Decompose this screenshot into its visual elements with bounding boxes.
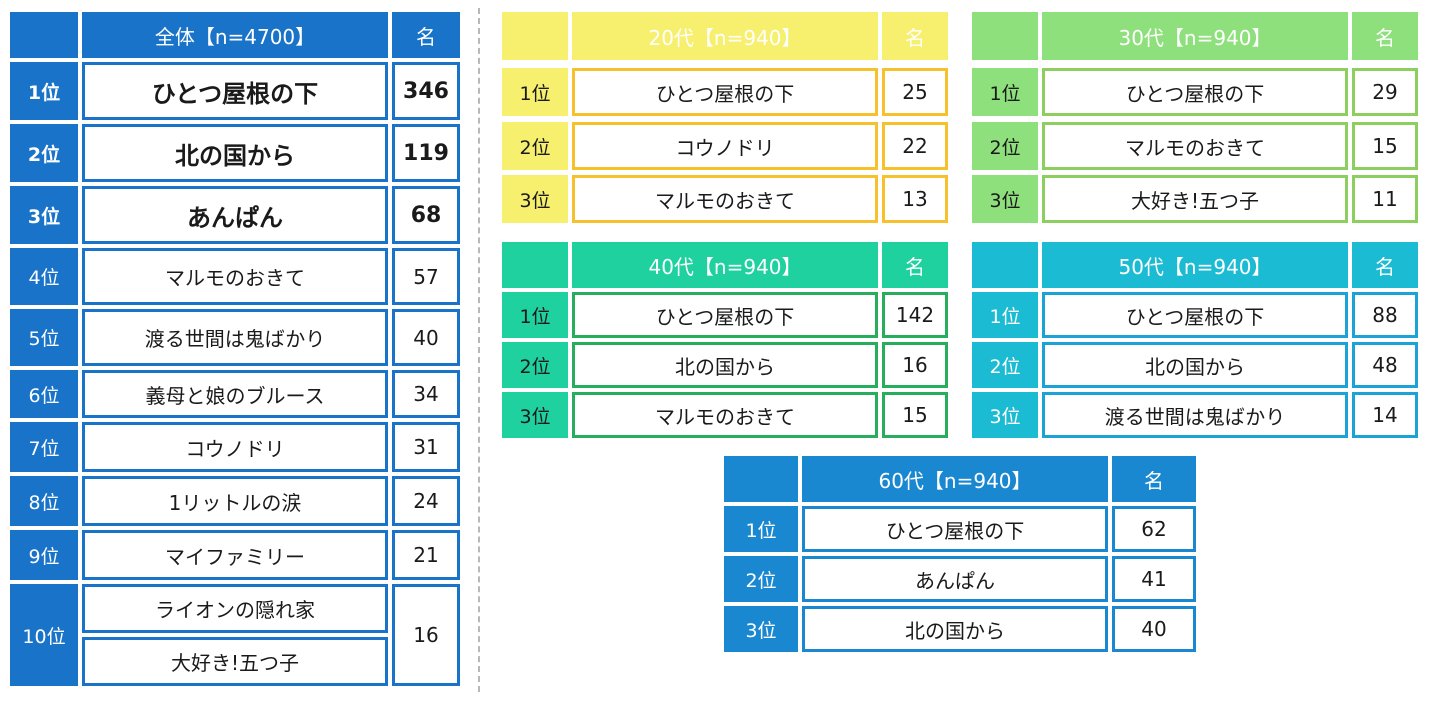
rank-label: 2位 [972,342,1038,388]
rank-label: 10位 [10,584,78,686]
rank-label: 1位 [502,68,568,116]
drama-title: マルモのおきて [572,392,878,438]
rank-label: 1位 [972,68,1038,116]
drama-title: ひとつ屋根の下 [82,62,388,120]
drama-title: マルモのおきて [82,248,388,305]
rank-label: 2位 [502,122,568,170]
drama-title: ライオンの隠れ家 [82,584,388,633]
table-40s-header-unit: 名 [882,242,948,288]
vote-count: 22 [882,122,948,170]
vote-count: 21 [392,530,460,580]
drama-title: 渡る世間は鬼ばかり [82,309,388,366]
rank-label: 2位 [972,122,1038,170]
table-40s-header-title: 40代【n=940】 [572,242,878,288]
rank-label: 3位 [972,392,1038,438]
table-60s-header-unit: 名 [1112,456,1196,502]
vote-count: 119 [392,124,460,182]
rank-label: 6位 [10,370,78,418]
drama-title: ひとつ屋根の下 [572,292,878,338]
table-overall-header-corner [10,12,78,58]
table-50s-header-unit: 名 [1352,242,1418,288]
drama-title: 大好き!五つ子 [1042,175,1348,223]
rank-label: 5位 [10,309,78,366]
table-30s-header-unit: 名 [1352,12,1418,60]
rank-label: 2位 [10,124,78,182]
table-overall-header-unit: 名 [392,12,460,58]
vote-count: 15 [1352,122,1418,170]
drama-title: ひとつ屋根の下 [572,68,878,116]
vote-count: 346 [392,62,460,120]
vote-count: 68 [392,186,460,244]
drama-title: コウノドリ [82,422,388,472]
drama-title: 北の国から [1042,342,1348,388]
table-20s-header-unit: 名 [882,12,948,60]
drama-title: 義母と娘のブルース [82,370,388,418]
vote-count: 16 [882,342,948,388]
vote-count: 25 [882,68,948,116]
table-40s-header-corner [502,242,568,288]
drama-title: あんぱん [82,186,388,244]
table-60s-header-corner [724,456,798,502]
rank-label: 8位 [10,476,78,526]
rank-label: 2位 [502,342,568,388]
drama-title: マルモのおきて [572,175,878,223]
drama-title: 渡る世間は鬼ばかり [1042,392,1348,438]
vote-count: 40 [1112,606,1196,652]
drama-title: ひとつ屋根の下 [1042,68,1348,116]
drama-title: マルモのおきて [1042,122,1348,170]
drama-title: 北の国から [572,342,878,388]
vote-count: 24 [392,476,460,526]
vote-count: 88 [1352,292,1418,338]
section-divider [478,8,480,692]
drama-title: ひとつ屋根の下 [802,506,1108,552]
vote-count: 41 [1112,556,1196,602]
vote-count: 11 [1352,175,1418,223]
rank-label: 3位 [10,186,78,244]
table-30s-header-corner [972,12,1038,60]
vote-count: 57 [392,248,460,305]
table-30s-header-title: 30代【n=940】 [1042,12,1348,60]
table-overall-header-title: 全体【n=4700】 [82,12,388,58]
drama-title: 北の国から [802,606,1108,652]
rank-label: 7位 [10,422,78,472]
drama-title: 1リットルの涙 [82,476,388,526]
drama-title: コウノドリ [572,122,878,170]
table-50s-header-title: 50代【n=940】 [1042,242,1348,288]
rank-label: 9位 [10,530,78,580]
table-50s-header-corner [972,242,1038,288]
vote-count: 142 [882,292,948,338]
vote-count: 13 [882,175,948,223]
rank-label: 1位 [724,506,798,552]
drama-title: 大好き!五つ子 [82,637,388,686]
rank-label: 3位 [502,175,568,223]
vote-count: 29 [1352,68,1418,116]
rank-label: 3位 [972,175,1038,223]
rank-label: 4位 [10,248,78,305]
rank-label: 3位 [502,392,568,438]
rank-label: 1位 [10,62,78,120]
drama-title: ひとつ屋根の下 [1042,292,1348,338]
drama-title: あんぱん [802,556,1108,602]
drama-title: マイファミリー [82,530,388,580]
rank-label: 3位 [724,606,798,652]
vote-count: 31 [392,422,460,472]
vote-count: 16 [392,584,460,686]
vote-count: 40 [392,309,460,366]
table-20s-header-title: 20代【n=940】 [572,12,878,60]
vote-count: 48 [1352,342,1418,388]
rank-label: 2位 [724,556,798,602]
rank-label: 1位 [972,292,1038,338]
table-60s-header-title: 60代【n=940】 [802,456,1108,502]
table-20s-header-corner [502,12,568,60]
rank-label: 1位 [502,292,568,338]
vote-count: 14 [1352,392,1418,438]
vote-count: 34 [392,370,460,418]
vote-count: 62 [1112,506,1196,552]
drama-title: 北の国から [82,124,388,182]
vote-count: 15 [882,392,948,438]
